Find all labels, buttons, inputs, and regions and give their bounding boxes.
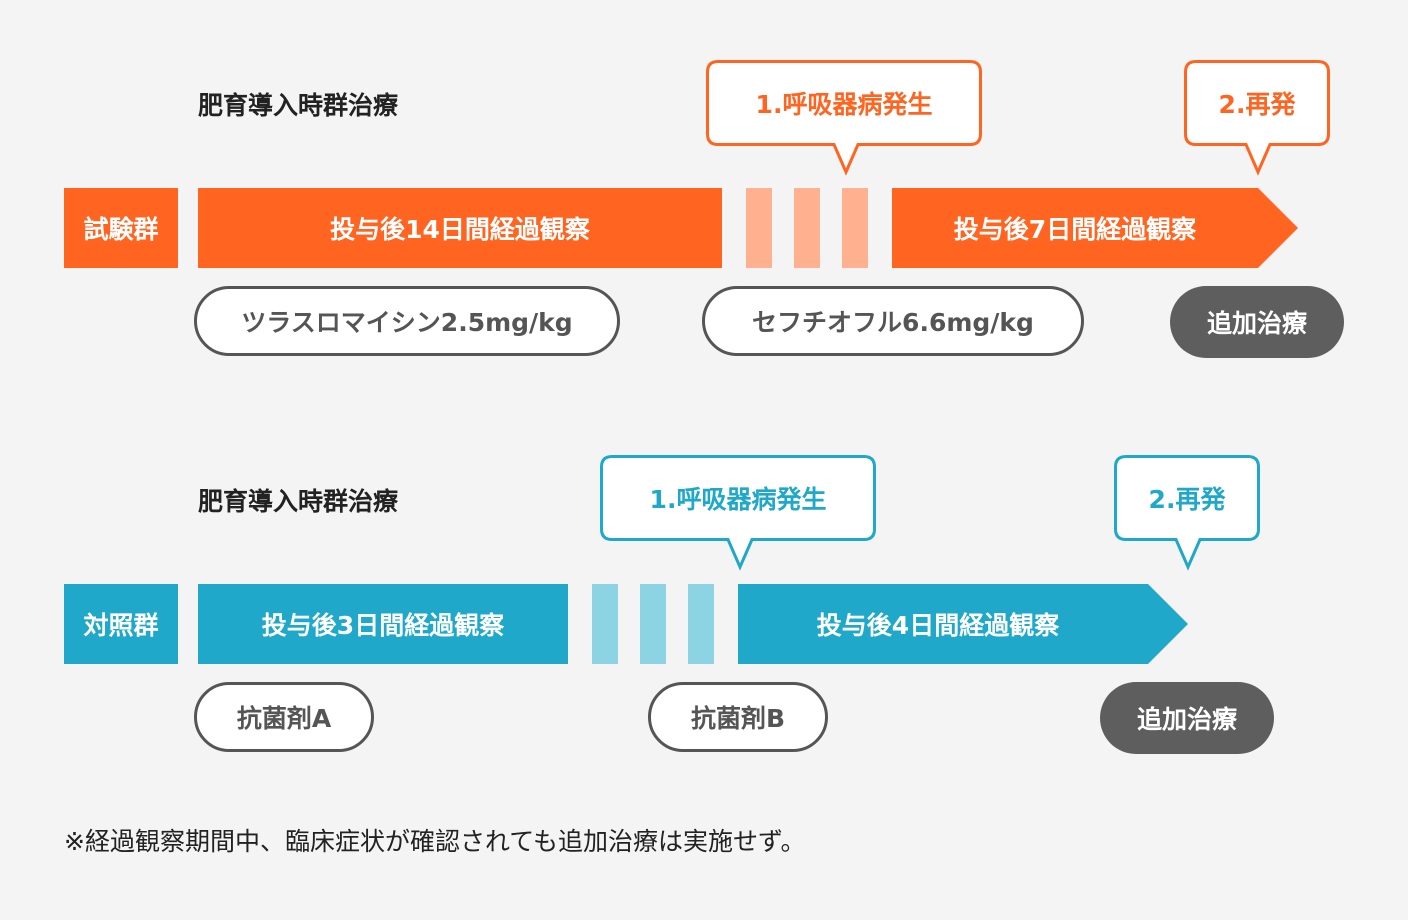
- callout-label: 1.呼吸器病発生: [755, 90, 933, 119]
- observation-bar-test-1: 投与後14日間経過観察: [198, 188, 722, 268]
- callout-label: 2.再発: [1218, 90, 1296, 119]
- callout-label: 1.呼吸器病発生: [649, 485, 827, 514]
- observation-arrow-control-2: 投与後4日間経過観察: [738, 584, 1188, 664]
- section-title-control: 肥育導入時群治療: [198, 487, 399, 516]
- callout-relapse-test: 2.再発: [1184, 60, 1330, 176]
- callout-shape: [706, 60, 982, 176]
- arrow-shape: [738, 584, 1188, 664]
- gap-stripe: [794, 188, 820, 268]
- drug-pill-control-2: 抗菌剤B: [648, 682, 828, 752]
- observation-arrow-test-2: 投与後7日間経過観察: [892, 188, 1298, 268]
- drug-pill-test-1: ツラスロマイシン2.5mg/kg: [194, 286, 620, 356]
- drug-pill-control-1: 抗菌剤A: [194, 682, 374, 752]
- callout-shape: [1184, 60, 1330, 176]
- arrow-label: 投与後4日間経過観察: [816, 611, 1060, 640]
- gap-stripe: [688, 584, 714, 664]
- callout-shape: [1114, 455, 1260, 571]
- gap-stripe: [746, 188, 772, 268]
- gap-stripe: [640, 584, 666, 664]
- callout-respiratory-control: 1.呼吸器病発生: [600, 455, 876, 571]
- gap-stripe: [842, 188, 868, 268]
- gap-stripe: [592, 584, 618, 664]
- callout-relapse-control: 2.再発: [1114, 455, 1260, 571]
- callout-respiratory-test: 1.呼吸器病発生: [706, 60, 982, 176]
- group-label-control: 対照群: [64, 584, 178, 664]
- extra-treatment-pill-control: 追加治療: [1100, 682, 1274, 754]
- extra-treatment-pill-test: 追加治療: [1170, 286, 1344, 358]
- observation-bar-control-1: 投与後3日間経過観察: [198, 584, 568, 664]
- callout-label: 2.再発: [1148, 485, 1226, 514]
- group-label-test: 試験群: [64, 188, 178, 268]
- section-title-test: 肥育導入時群治療: [198, 91, 399, 120]
- arrow-label: 投与後7日間経過観察: [953, 215, 1197, 244]
- footnote: ※経過観察期間中、臨床症状が確認されても追加治療は実施せず。: [64, 827, 806, 856]
- arrow-shape: [892, 188, 1298, 268]
- callout-shape: [600, 455, 876, 571]
- drug-pill-test-2: セフチオフル6.6mg/kg: [702, 286, 1084, 356]
